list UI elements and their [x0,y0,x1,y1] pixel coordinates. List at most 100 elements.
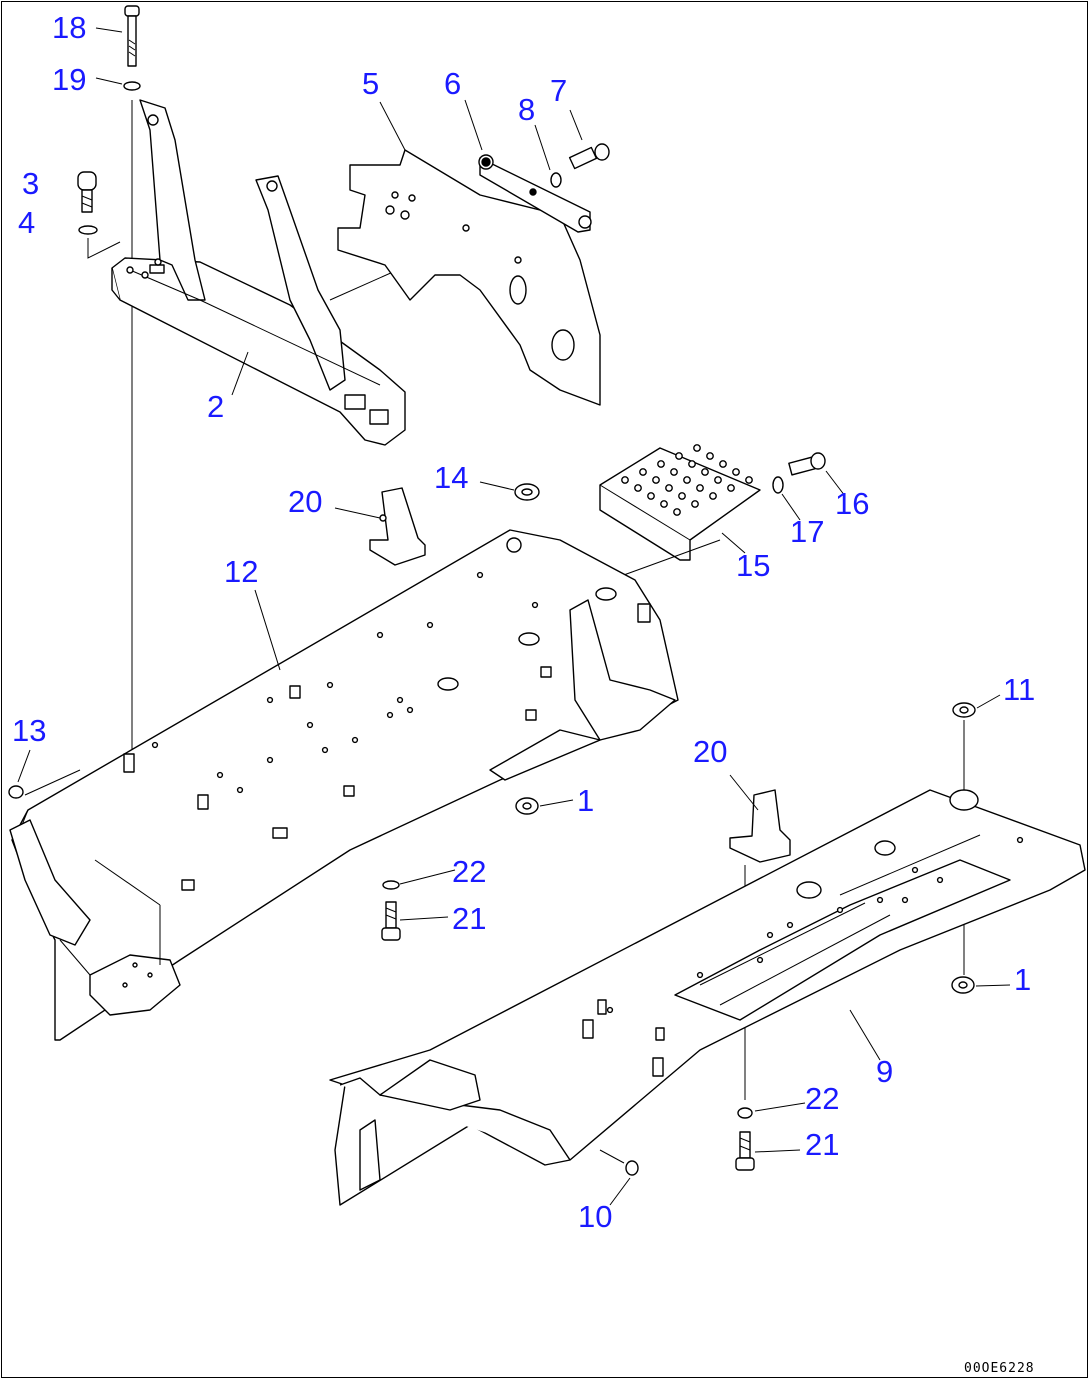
step-hole [701,468,709,476]
callout-18: 18 [52,10,86,45]
part-1-nut-lower [951,976,975,994]
step-hole [693,444,701,452]
frame-hole [326,681,334,689]
frame-hole [756,956,764,964]
frame-hole [876,896,884,904]
frame-hole [936,876,944,884]
part-6-rod [478,154,592,233]
part-7-bolt [568,143,610,170]
part-3-bolt [77,171,97,213]
frame-hole [901,896,909,904]
callout-9: 9 [876,1054,893,1089]
callout-1-upper: 1 [577,783,594,818]
part-16-bolt [788,452,826,476]
frame-hole [426,621,434,629]
callout-6: 6 [444,66,461,101]
callout-14: 14 [434,460,468,495]
frame-hole [836,906,844,914]
callout-22-right: 22 [805,1081,839,1116]
frame-hole [476,571,484,579]
step-hole [714,476,722,484]
part-5-plate [337,149,601,406]
step-hole [732,468,740,476]
leader-3-4 [87,238,121,259]
frame-hole [1016,836,1024,844]
callout-22-left: 22 [452,854,486,889]
callout-13: 13 [12,713,46,748]
step-hole [673,508,681,516]
step-hole [660,500,668,508]
step-hole [745,476,753,484]
callout-7: 7 [550,73,567,108]
callout-11: 11 [1003,672,1035,707]
part-12-frame [9,529,679,1041]
step-hole [647,492,655,500]
callout-2: 2 [207,389,224,424]
part-13-plug [8,769,81,799]
callout-21-left: 21 [452,901,486,936]
frame-hole [786,921,794,929]
part-21-bolt-right [735,1131,755,1171]
part-14-nut [514,483,540,501]
frame-hole [386,711,394,719]
frame-hole [766,931,774,939]
part-4-washer [78,225,98,235]
callout-16: 16 [835,486,869,521]
step-hole [652,476,660,484]
frame-hole [376,631,384,639]
frame-hole [306,721,314,729]
leader-lines [17,27,1011,1206]
frame-hole [266,696,274,704]
callout-5: 5 [362,66,379,101]
callout-4: 4 [18,205,35,240]
step-hole [709,492,717,500]
step-hole [621,476,629,484]
callout-20-lower: 20 [693,734,727,769]
part-18-bolt [124,5,140,67]
part-15-step [599,444,761,561]
part-22-washer-left [382,880,400,890]
step-hole [670,468,678,476]
part-9-frame [329,789,1086,1206]
step-hole [678,492,686,500]
part-21-bolt-left [381,901,401,941]
frame-hole [396,696,404,704]
callout-17: 17 [790,514,824,549]
part-22-washer-right [737,1107,753,1119]
callout-19: 19 [52,62,86,97]
part-20-bracket-upper [369,487,426,566]
frame-hole [266,756,274,764]
part-1-nut-upper [515,797,539,815]
drawing-code: 00OE6228 [964,1361,1035,1376]
step-hole [727,484,735,492]
step-hole [688,460,696,468]
part-19-washer [123,81,141,91]
frame-hole [911,866,919,874]
callout-20-upper: 20 [288,484,322,519]
step-hole [657,460,665,468]
frame-hole [321,746,329,754]
step-hole [719,460,727,468]
frame-hole [406,706,414,714]
step-hole [634,484,642,492]
callout-12: 12 [224,554,258,589]
step-hole [696,484,704,492]
frame-hole [531,601,539,609]
callout-1-lower: 1 [1014,962,1031,997]
frame-hole [351,736,359,744]
callout-21-right: 21 [805,1127,839,1162]
step-hole [675,452,683,460]
part-2-bracket [111,99,466,446]
callout-10: 10 [578,1199,612,1234]
callout-labels: 18 19 3 4 5 6 7 8 2 14 20 16 17 15 12 13… [12,10,1035,1234]
step-hole [683,476,691,484]
part-10-plug [599,1149,639,1176]
frame-hole [216,771,224,779]
frame-hole [151,741,159,749]
step-hole [691,500,699,508]
leader-15-frame [609,539,721,581]
step-hole [665,484,673,492]
step-hole [639,468,647,476]
